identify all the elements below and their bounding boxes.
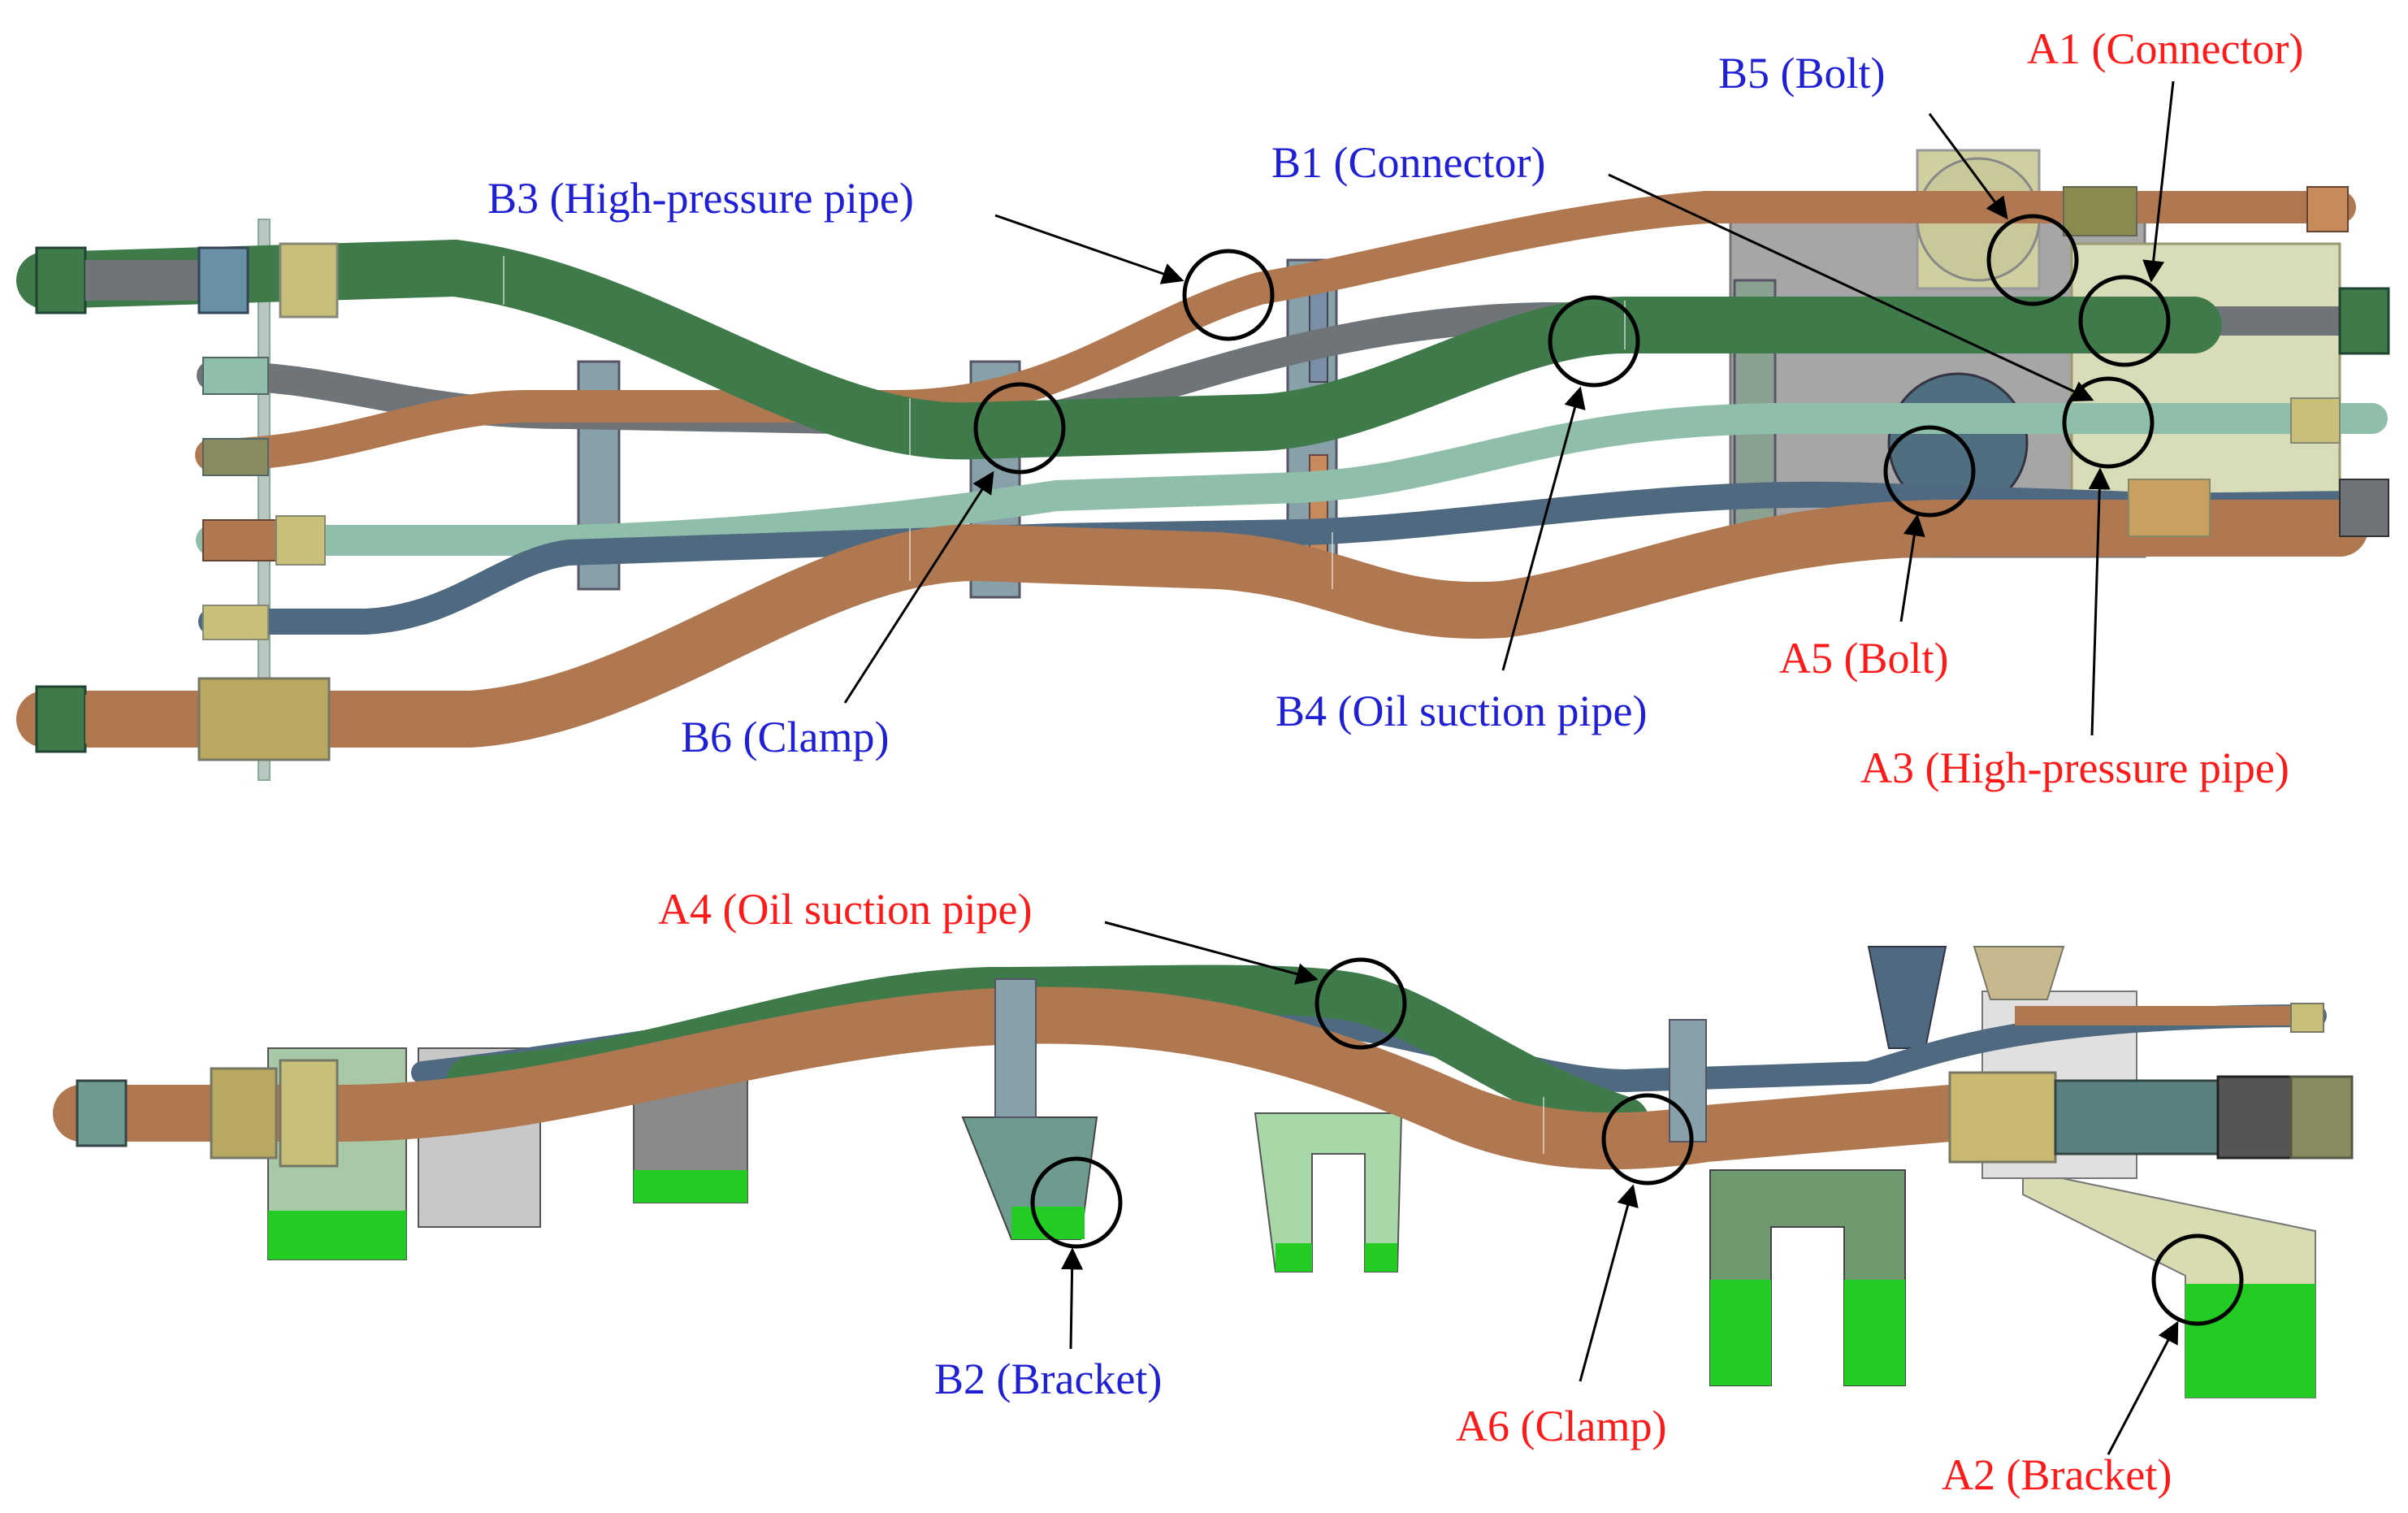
label-b5: B5 (Bolt) [1718,49,1886,98]
label-b1: B1 (Connector) [1271,138,1545,187]
callout-circle-a1 [2078,275,2171,367]
callout-arrow-b6 [843,470,994,704]
callout-circle-b1 [1548,295,1640,388]
callout-circle-a6 [1601,1093,1694,1186]
side-view [53,946,2354,1398]
label-a6: A6 (Clamp) [1456,1402,1666,1450]
callout-arrow-a2 [2107,1320,2179,1455]
label-a4: A4 (Oil suction pipe) [658,885,1032,934]
callout-circle-a4 [1314,957,1407,1050]
callout-arrow-b5 [1928,113,2008,220]
label-a5: A5 (Bolt) [1779,634,1949,683]
callout-circle-b2 [1030,1156,1123,1249]
callout-arrow-a4 [1104,921,1319,985]
side-pipes [53,965,2327,1170]
side-fittings [76,1003,2354,1168]
label-a3: A3 (High-pressure pipe) [1860,743,2289,792]
callout-arrow-b3 [994,214,1185,284]
top-right-fittings [2063,186,2390,537]
callout-circle-b5 [1986,214,2079,306]
callout-circle-a5 [1883,425,1976,518]
label-b2: B2 (Bracket) [934,1355,1162,1403]
callout-circle-a2 [2151,1233,2244,1326]
callout-arrow-a6 [1579,1184,1639,1382]
callouts [843,80,2244,1455]
label-a1: A1 (Connector) [2027,24,2303,73]
callout-arrow-b1 [1608,173,2094,401]
label-b4: B4 (Oil suction pipe) [1275,687,1647,735]
top-view [16,149,2390,781]
callout-circle-b3 [1182,249,1275,341]
callout-arrow-a5 [1899,514,1925,622]
label-a2: A2 (Bracket) [1942,1450,2172,1499]
top-left-fittings [35,242,339,761]
top-pipes [16,191,2388,748]
label-b6: B6 (Clamp) [681,713,889,761]
callout-arrow-a3 [2088,467,2111,736]
labels: B3 (High-pressure pipe) B1 (Connector) B… [487,24,2303,1499]
side-clamps [994,978,1707,1142]
callout-circle-b6 [973,382,1066,475]
callout-circle-a3 [2062,376,2155,469]
callout-arrow-a1 [2142,80,2175,283]
label-b3: B3 (High-pressure pipe) [487,174,914,223]
callout-arrow-b4 [1501,386,1586,671]
callout-arrow-b2 [1061,1247,1084,1350]
